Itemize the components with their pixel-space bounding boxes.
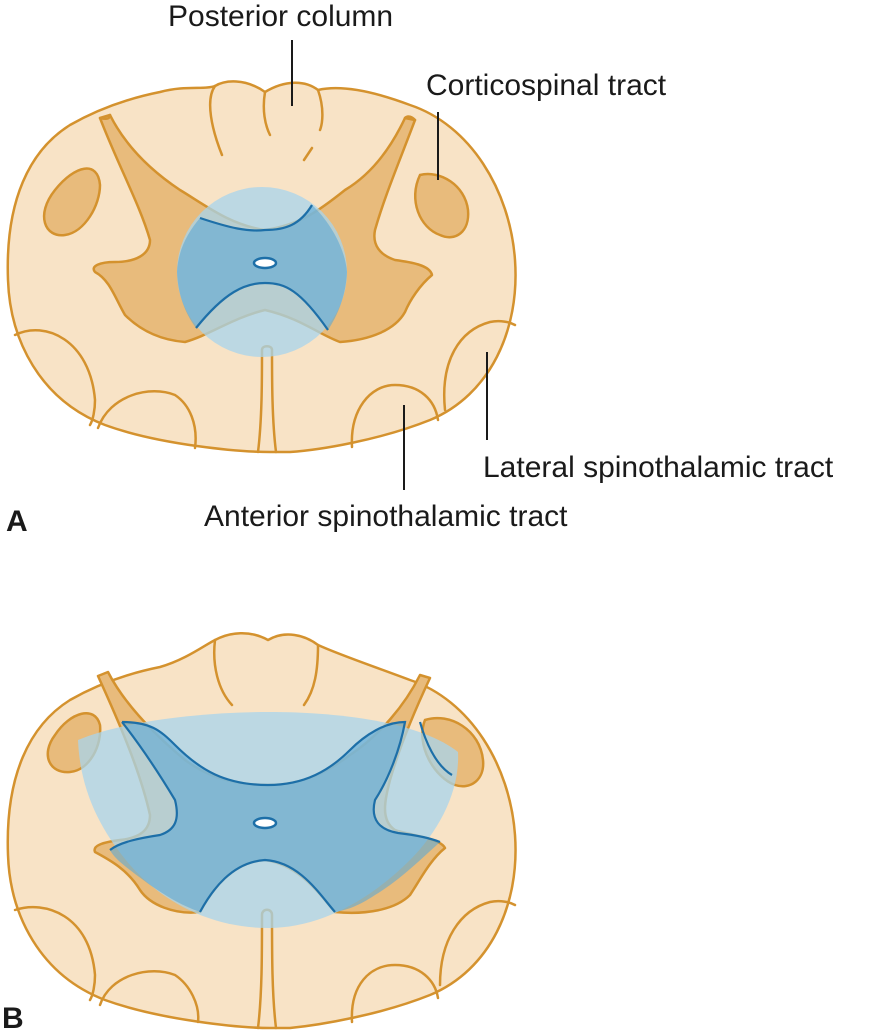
lateral-spinothalamic-right-b — [438, 899, 517, 987]
cord-section-a — [6, 80, 517, 454]
label-lateral-spinothalamic-tract: Lateral spinothalamic tract — [483, 451, 834, 484]
posterior-column-outline-a — [208, 84, 324, 162]
gray-matter-horn-lines-a — [98, 113, 417, 122]
corticospinal-tract-left-a — [43, 167, 102, 237]
lateral-spinothalamic-left-a — [13, 329, 97, 427]
panel-label-b: B — [2, 1002, 24, 1035]
corticospinal-tract-right-a — [414, 172, 470, 239]
label-anterior-spinothalamic-tract: Anterior spinothalamic tract — [204, 500, 568, 533]
lesion-outline-a — [195, 204, 329, 331]
anterior-spinothalamic-right-b — [350, 963, 440, 1024]
lesion-gray-overlap-b — [110, 722, 440, 912]
label-posterior-column: Posterior column — [168, 0, 394, 33]
posterior-column-outline-b — [213, 638, 320, 707]
lateral-spinothalamic-right-a — [442, 319, 517, 412]
central-canal-a — [252, 256, 278, 270]
central-canal-b — [252, 816, 278, 830]
anterior-spinothalamic-right-a — [350, 383, 440, 449]
anterior-spinothalamic-left-a — [96, 390, 197, 450]
cord-section-b — [6, 632, 517, 1030]
anterior-spinothalamic-left-b — [98, 970, 200, 1024]
lesion-outline-b — [109, 720, 453, 913]
panel-label-a: A — [6, 505, 28, 538]
label-corticospinal-tract: Corticospinal tract — [426, 69, 667, 102]
lateral-spinothalamic-left-b — [13, 905, 97, 1002]
